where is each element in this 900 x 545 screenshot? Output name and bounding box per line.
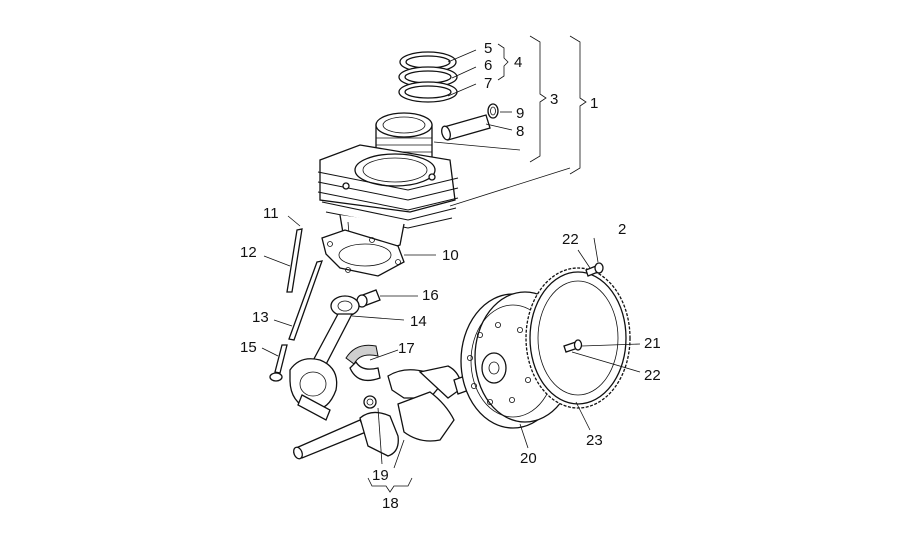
ring-gear <box>525 267 631 409</box>
big-end-bearing-shells <box>345 344 381 382</box>
label-23: 23 <box>586 432 603 449</box>
label-19: 19 <box>372 467 389 484</box>
label-16: 16 <box>422 287 439 304</box>
long-stud <box>288 260 323 341</box>
flywheel-screw-top <box>585 262 604 277</box>
short-stud <box>286 228 303 293</box>
label-22-bottom: 22 <box>644 367 661 384</box>
label-10: 10 <box>442 247 459 264</box>
label-3: 3 <box>550 91 558 108</box>
label-5: 5 <box>484 40 492 57</box>
label-4: 4 <box>514 54 522 71</box>
leader-lines <box>261 49 641 469</box>
circlip <box>487 103 499 119</box>
label-6: 6 <box>484 57 492 74</box>
connecting-rod <box>289 295 360 421</box>
small-end-bushing <box>356 289 381 308</box>
label-8: 8 <box>516 123 524 140</box>
group-brackets <box>367 35 587 493</box>
piston-pin <box>441 114 491 141</box>
label-15: 15 <box>240 339 257 356</box>
label-21: 21 <box>644 335 661 352</box>
callout-labels: 5 4 6 7 3 1 9 8 11 2 22 12 10 16 13 14 2… <box>240 40 661 512</box>
label-20: 20 <box>520 450 537 467</box>
base-gasket <box>321 229 405 277</box>
flywheel-screw-side <box>563 339 583 353</box>
con-rod-bolt <box>269 344 288 382</box>
piston-rings <box>398 51 458 103</box>
crankshaft <box>293 365 483 460</box>
label-13: 13 <box>252 309 269 326</box>
label-7: 7 <box>484 75 492 92</box>
label-18: 18 <box>382 495 399 512</box>
label-17: 17 <box>398 340 415 357</box>
label-11: 11 <box>263 205 279 222</box>
label-22-top: 22 <box>562 231 579 248</box>
label-9: 9 <box>516 105 524 122</box>
label-2: 2 <box>618 221 626 238</box>
label-14: 14 <box>410 313 427 330</box>
label-12: 12 <box>240 244 257 261</box>
label-1: 1 <box>590 95 598 112</box>
